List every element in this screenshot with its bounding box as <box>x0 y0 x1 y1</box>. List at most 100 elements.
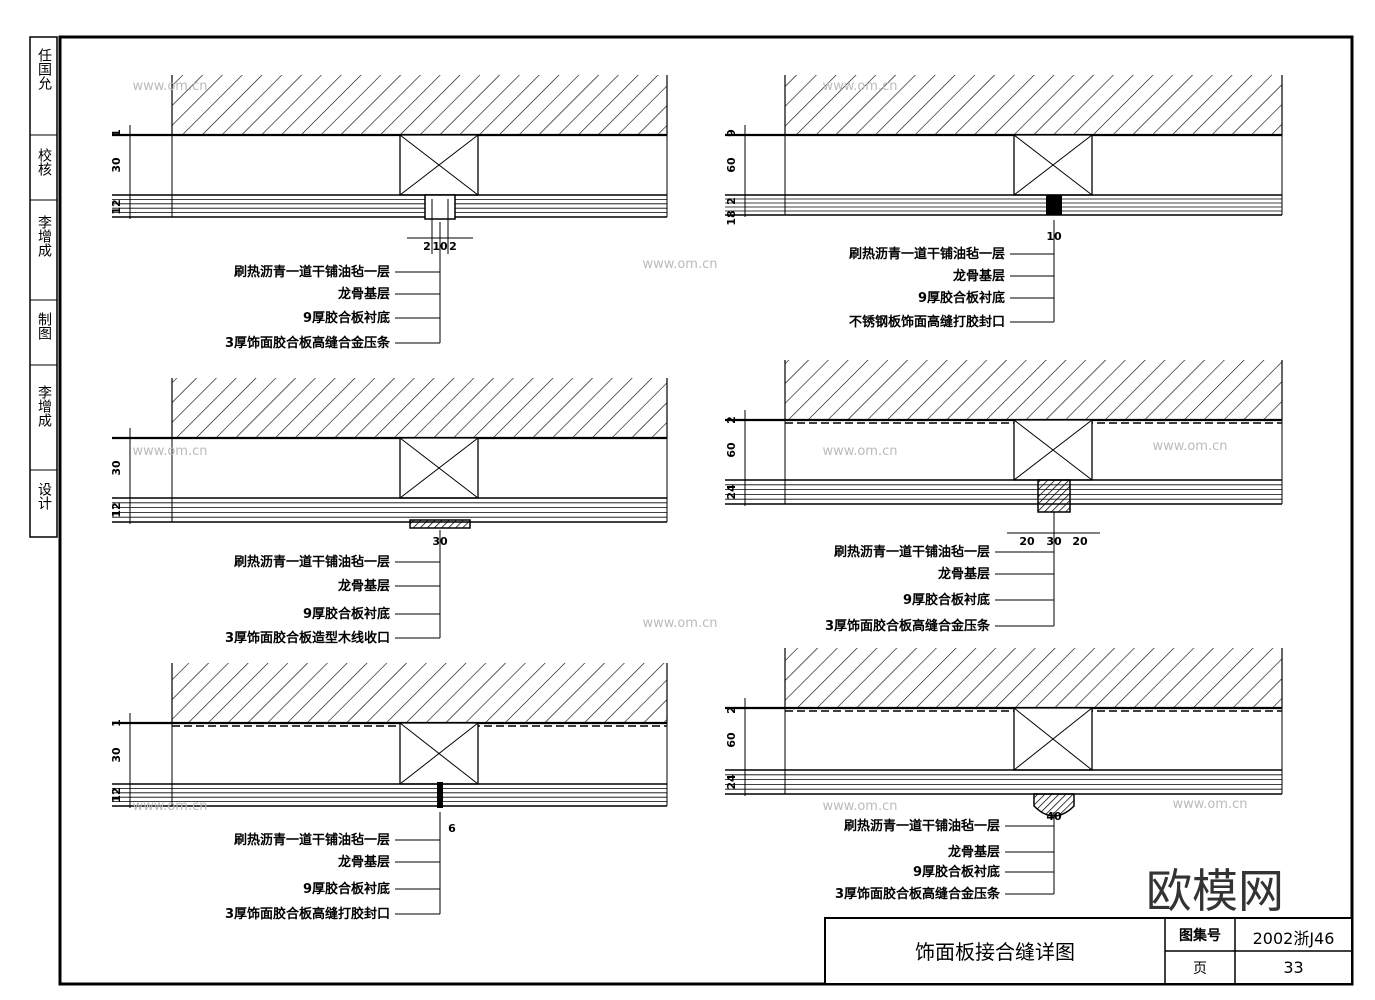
joist-cross <box>399 722 479 785</box>
callout-label: 龙骨基层 <box>337 579 390 594</box>
wood-trim <box>409 519 471 529</box>
url-watermark: www.om.cn <box>823 79 898 94</box>
dimension-text: 24 <box>725 774 738 790</box>
callout-label: 9厚胶合板衬底 <box>917 291 1005 306</box>
alloy-strip <box>424 194 456 220</box>
dimension-text: 12 <box>110 502 123 517</box>
left-dimensions: 30 12 <box>110 428 131 524</box>
bottom-dimensions: 10 <box>1046 230 1062 243</box>
page-label: 页 <box>1193 961 1207 977</box>
left-dimensions: 2 60 24 <box>725 698 746 796</box>
joist-cross <box>1013 134 1093 196</box>
dimension-text: 24 <box>725 484 738 500</box>
outer-frame <box>58 35 1354 986</box>
dimension-text: 30 <box>110 747 123 763</box>
callout-label: 3厚饰面胶合板高缝打胶封口 <box>224 907 390 922</box>
callout-label: 不锈钢板饰面高缝打胶封口 <box>848 315 1005 330</box>
page-number: 33 <box>1283 958 1304 977</box>
dimension-text: 2 <box>423 240 431 253</box>
joist-cross <box>399 134 479 196</box>
callout-label: 9厚胶合板衬底 <box>302 311 390 326</box>
callout-label: 龙骨基层 <box>937 567 990 582</box>
watermark-layer: www.om.cn www.om.cn www.om.cn www.om.cn www.… <box>133 79 1248 814</box>
brand-watermark: 欧模网 <box>1146 864 1284 918</box>
dimension-text: 60 <box>725 442 738 458</box>
detail-d4: 2 60 24 20 30 20 <box>725 360 1283 627</box>
dimension-text: 30 <box>110 157 123 173</box>
dimension-text: 12 <box>110 199 123 214</box>
callout-label: 龙骨基层 <box>337 287 390 302</box>
callout-label: 9厚胶合板衬底 <box>302 607 390 622</box>
dimension-text: 2 <box>725 416 738 424</box>
dimension-text: 30 <box>110 460 123 476</box>
dimension-text: 2 <box>725 706 738 714</box>
detail-d3: 30 12 30 <box>110 378 668 639</box>
callout-label: 龙骨基层 <box>952 269 1005 284</box>
steel-joint <box>1046 195 1062 215</box>
bottom-dimensions: 30 <box>432 535 448 548</box>
callout-label: 刷热沥青一道干铺油毡一层 <box>233 555 390 570</box>
joist-cross <box>1013 707 1093 771</box>
left-dimensions: 2 60 24 <box>725 410 746 506</box>
sealant-joint <box>437 782 443 808</box>
signature-role-5: 李增成 <box>36 385 52 427</box>
callout-label: 刷热沥青一道干铺油毡一层 <box>833 545 990 560</box>
dimension-text: 30 <box>1046 535 1062 548</box>
signature-role-2: 校核 <box>36 148 52 176</box>
dimension-text: 40 <box>1046 810 1062 823</box>
left-dimensions: 1 30 12 <box>110 713 131 808</box>
dimension-text: 18 <box>725 210 738 225</box>
joist-cross <box>399 437 479 499</box>
detail-d5: 1 30 12 6 <box>110 663 668 915</box>
dimension-text: 20 <box>1019 535 1035 548</box>
title-block <box>824 917 1353 985</box>
bottom-dimensions: 20 30 20 <box>1007 532 1100 548</box>
url-watermark: www.om.cn <box>133 799 208 814</box>
callout-label: 刷热沥青一道干铺油毡一层 <box>848 247 1005 262</box>
dimension-text: 12 <box>110 787 123 802</box>
concrete-slab <box>785 75 1282 135</box>
callout-label: 刷热沥青一道干铺油毡一层 <box>233 833 390 848</box>
callout-label: 9厚胶合板衬底 <box>302 882 390 897</box>
callout-label: 3厚饰面胶合板高缝合金压条 <box>824 619 990 634</box>
url-watermark: www.om.cn <box>823 799 898 814</box>
drawing-title: 饰面板接合缝详图 <box>915 940 1075 964</box>
signature-role-1: 任国允 <box>36 48 52 90</box>
bottom-dimensions: 40 <box>1046 810 1062 823</box>
detail-d6: 2 60 24 40 <box>725 648 1283 895</box>
signature-column <box>29 36 58 538</box>
url-watermark: www.om.cn <box>1153 439 1228 454</box>
url-watermark: www.om.cn <box>823 444 898 459</box>
dimension-text: 30 <box>432 535 448 548</box>
concrete-slab <box>785 360 1282 420</box>
dimension-text: 2 <box>725 197 738 205</box>
dimension-text: 1 <box>110 719 123 727</box>
signature-role-4: 制图 <box>36 312 52 340</box>
dimension-text: 6 <box>448 822 456 835</box>
callout-label: 3厚饰面胶合板造型木线收口 <box>224 631 390 646</box>
dimension-text: 1 <box>110 129 123 137</box>
atlas-label: 图集号 <box>1179 928 1221 944</box>
bottom-dimensions: 6 <box>448 822 456 835</box>
joist-cross <box>1013 419 1093 481</box>
concrete-slab <box>172 663 667 723</box>
url-watermark: www.om.cn <box>643 257 718 272</box>
url-watermark: www.om.cn <box>133 79 208 94</box>
callout-label: 刷热沥青一道干铺油毡一层 <box>843 819 1000 834</box>
dimension-text: 10 <box>1046 230 1062 243</box>
alloy-strip <box>1033 793 1075 817</box>
alloy-strip <box>1037 479 1071 513</box>
dimension-text: 10 <box>432 240 448 253</box>
callout-label: 刷热沥青一道干铺油毡一层 <box>233 265 390 280</box>
callout-label: 9厚胶合板衬底 <box>902 593 990 608</box>
concrete-slab <box>785 648 1282 708</box>
dimension-text: 60 <box>725 732 738 748</box>
dimension-text: 20 <box>1072 535 1088 548</box>
callout-label: 龙骨基层 <box>337 855 390 870</box>
signature-role-3: 李增成 <box>36 215 52 257</box>
